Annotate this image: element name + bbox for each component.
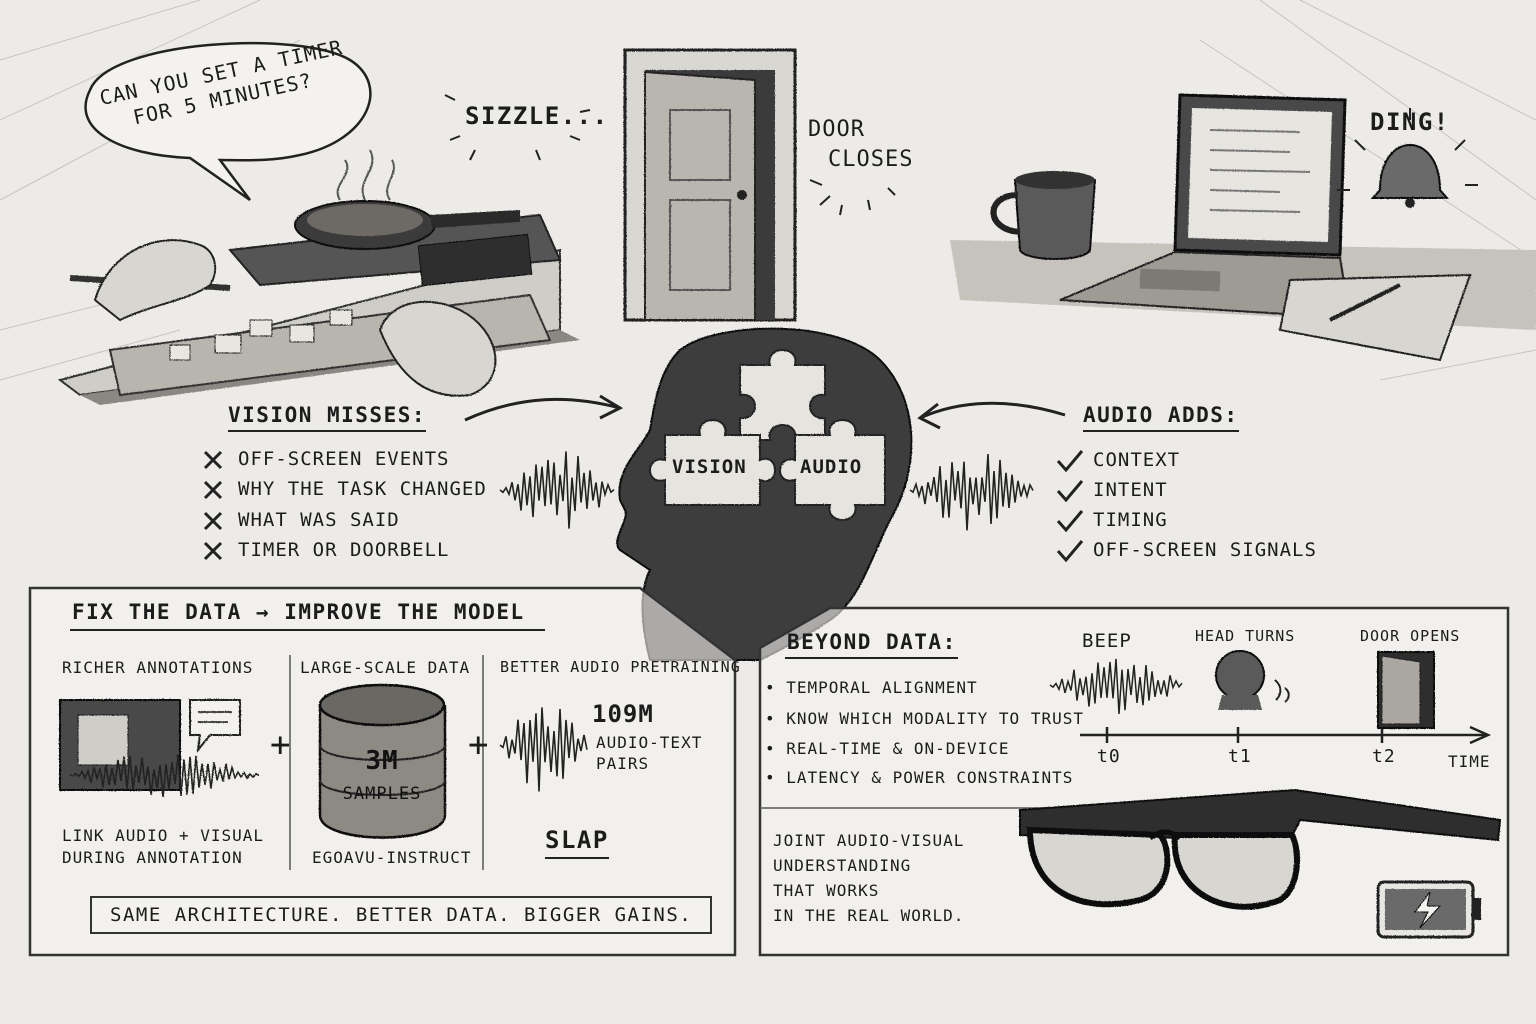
puzzle-piece-audio <box>779 419 886 521</box>
pretraining-value: 109M <box>592 700 654 728</box>
puzzle-audio-label: Audio <box>800 456 863 478</box>
closing-line: in the real world. <box>773 906 965 925</box>
plus-sign: + <box>270 725 292 765</box>
audio-adds-title: Audio adds: <box>1083 403 1239 432</box>
speech-bubble <box>84 41 372 202</box>
plus-sign: + <box>468 725 490 765</box>
pretraining-unit-line-1: audio-text <box>596 733 703 752</box>
fix-title-arrow: → <box>255 600 271 624</box>
door <box>623 48 797 322</box>
arrow-left-to-brain <box>464 394 624 422</box>
database-icon <box>318 683 447 839</box>
col-richer-annotations-title: Richer annotations <box>62 658 254 677</box>
waveform-right <box>909 454 1034 531</box>
fix-title-part-2: improve the model <box>284 600 525 624</box>
timeline-event-head-turns: Head turns <box>1195 627 1296 645</box>
check-mark-icons <box>1056 450 1084 563</box>
beyond-panel-title: Beyond data: <box>787 630 957 654</box>
waveform-beep <box>1049 658 1183 715</box>
door-open-icon <box>1377 651 1435 729</box>
audio-add-item: Timing <box>1093 509 1168 531</box>
beyond-bullet-text: Temporal alignment <box>786 678 978 697</box>
closing-line: understanding <box>773 856 912 875</box>
battery-charging-icon <box>1376 880 1481 939</box>
fix-title-part-1: Fix the data <box>72 600 242 624</box>
head-turn-icon <box>1215 650 1290 710</box>
puzzle-vision-label: Vision <box>672 456 747 478</box>
beyond-bullet: • Latency & power constraints <box>765 768 1074 787</box>
frying-pan <box>294 149 520 250</box>
col-large-scale-title: Large-scale data <box>300 658 471 677</box>
vision-miss-item: Off-screen events <box>238 448 450 470</box>
beyond-bullet: • Temporal alignment <box>765 678 978 697</box>
waveform-pretraining <box>499 707 588 792</box>
beyond-panel-outline <box>758 606 1510 957</box>
arrow-right-to-brain <box>917 401 1066 430</box>
annotation-caption-line-1: Link audio + visual <box>62 826 265 845</box>
coffee-mug <box>990 171 1097 260</box>
slap-label: SLAP <box>545 826 609 859</box>
audio-add-item: Context <box>1093 449 1181 471</box>
sizzle-rays <box>444 94 591 161</box>
vision-misses-title: Vision misses: <box>228 403 427 432</box>
beyond-bullet-text: Know which modality to trust <box>786 709 1084 728</box>
audio-add-item: Off-screen signals <box>1093 539 1317 561</box>
timeline-axis-label: Time <box>1448 752 1491 771</box>
pretraining-unit-line-2: pairs <box>596 754 650 773</box>
door-label: Door closes <box>808 115 913 175</box>
waveform-left <box>499 451 615 529</box>
door-label-line-1: Door <box>808 117 865 142</box>
audio-add-item: Intent <box>1093 479 1168 501</box>
smart-glasses-icon <box>1019 788 1502 910</box>
vision-miss-item: Timer or doorbell <box>238 539 450 561</box>
vision-miss-item: Why the task changed <box>238 478 487 500</box>
col-audio-pretraining-title: Better audio pretraining <box>500 658 741 676</box>
annotation-screen-icon <box>59 699 260 798</box>
beyond-bullet: • Know which modality to trust <box>765 709 1084 728</box>
timeline-event-door-opens: Door opens <box>1360 627 1461 645</box>
annotation-caption-line-2: during annotation <box>62 848 243 867</box>
puzzle-piece-vision <box>649 419 776 506</box>
x-mark-icons <box>203 450 223 561</box>
ding-rays <box>1337 108 1478 191</box>
bell-icon <box>1370 143 1450 208</box>
desk-scene <box>950 93 1536 362</box>
ding-label: Ding! <box>1370 108 1450 136</box>
fix-panel-title: Fix the data → improve the model <box>72 600 525 624</box>
beyond-bullet-text: Latency & power constraints <box>786 768 1074 787</box>
beyond-bullet: • Real-time & on-device <box>765 739 1010 758</box>
timeline-event-beep: Beep <box>1082 630 1132 652</box>
sizzle-label: Sizzle... <box>465 102 609 130</box>
closing-line: that works <box>773 881 880 900</box>
closing-statement: Joint audio-visual understanding that wo… <box>773 828 964 928</box>
timeline-tick-label: t0 <box>1097 746 1121 767</box>
dataset-name: EgoAVU-Instruct <box>312 848 472 867</box>
beyond-bullet-text: Real-time & on-device <box>786 739 1010 758</box>
tagline-box: Same architecture. Better data. Bigger g… <box>90 896 713 934</box>
hands <box>93 239 497 397</box>
database-unit: samples <box>342 784 422 804</box>
vision-miss-item: What was said <box>238 509 400 531</box>
timeline-tick-label: t1 <box>1228 746 1252 767</box>
closing-line: Joint audio-visual <box>773 831 965 850</box>
door-label-line-2: closes <box>828 147 914 172</box>
door-rays <box>809 179 896 216</box>
timeline-tick-label: t2 <box>1372 746 1396 767</box>
database-value: 3M <box>365 746 399 776</box>
timeline <box>1080 725 1492 745</box>
